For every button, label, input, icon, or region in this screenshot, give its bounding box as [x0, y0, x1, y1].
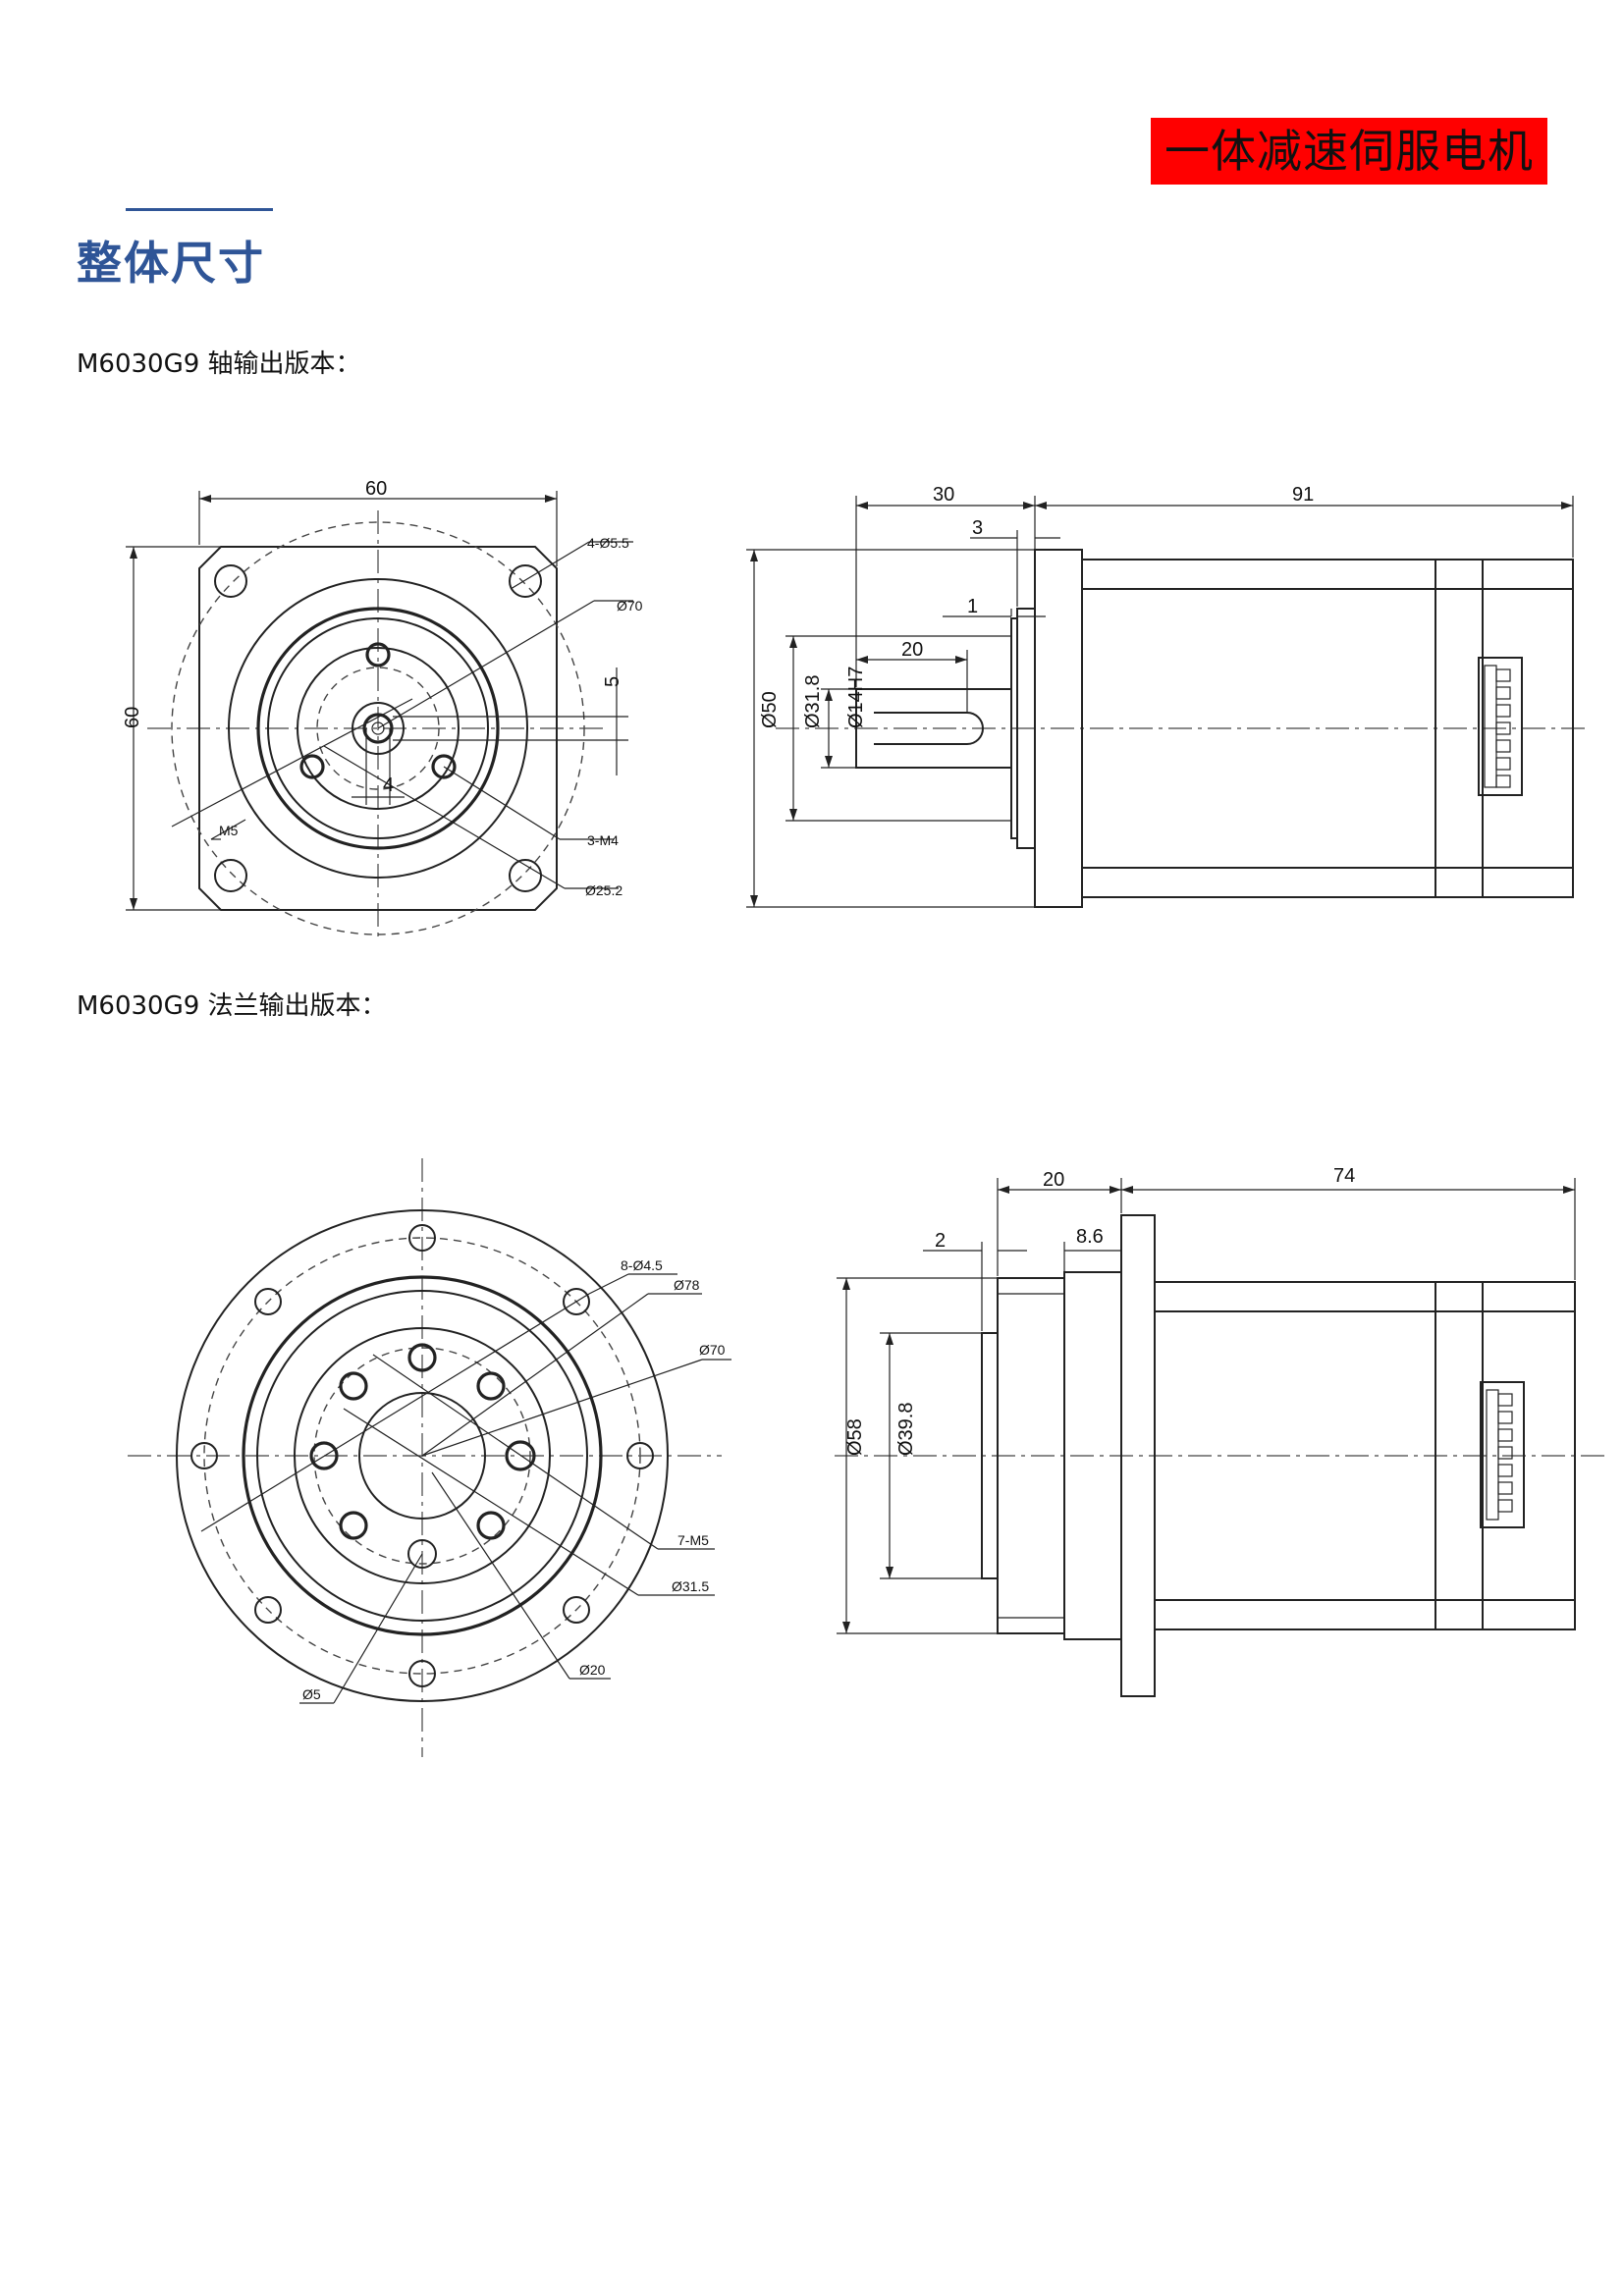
caption-shaft-version: M6030G9 轴输出版本： [77, 349, 361, 379]
dim-flange-step-2: 8.6 [1076, 1226, 1104, 1248]
label-flange-threads: 7-M5 [677, 1532, 709, 1548]
dim-flange-body-length: 74 [1333, 1165, 1355, 1187]
dim-step-2: 1 [967, 596, 978, 617]
caption-flange-version: M6030G9 法兰输出版本： [77, 991, 387, 1021]
label-flange-pcd: Ø70 [699, 1342, 726, 1358]
label-thread-pcd: Ø25.2 [585, 882, 623, 898]
dim-body-length: 91 [1292, 484, 1314, 506]
label-center-thread: M5 [219, 823, 239, 838]
dim-height-60: 60 [122, 707, 143, 728]
dim-flange-step: 2 [935, 1230, 946, 1252]
label-pin-diameter: Ø5 [302, 1686, 321, 1702]
header-badge: 一体减速伺服电机 [1151, 118, 1547, 185]
dim-key-length: 20 [901, 639, 923, 661]
dim-front-length: 20 [1043, 1169, 1064, 1191]
dim-step: 3 [972, 517, 983, 539]
title-rule [126, 208, 273, 211]
flange-front-view [128, 1158, 731, 1757]
shaft-front-view [126, 491, 633, 942]
dim-boss-diameter: Ø31.8 [802, 675, 824, 728]
dim-outer-diameter: Ø58 [844, 1418, 866, 1456]
label-bore-diameter: Ø20 [579, 1662, 606, 1678]
dim-width-60: 60 [365, 478, 387, 500]
dim-key-width: 4 [383, 774, 394, 796]
section-title: 整体尺寸 [77, 237, 265, 290]
dim-shaft-diameter: Ø14H7 [845, 667, 867, 728]
flange-side-view [835, 1178, 1605, 1697]
label-threads: 3-M4 [587, 832, 619, 848]
dim-key-height: 5 [602, 676, 623, 687]
label-pcd: Ø70 [617, 598, 643, 614]
label-flange-thread-pcd: Ø31.5 [672, 1578, 709, 1594]
dim-inner-diameter: Ø39.8 [895, 1403, 917, 1456]
label-flange-holes: 8-Ø4.5 [621, 1257, 663, 1273]
dim-shaft-total: 30 [933, 484, 954, 506]
label-outer-diameter: Ø78 [674, 1277, 700, 1293]
shaft-side-view [746, 496, 1591, 908]
dim-flange-diameter: Ø50 [759, 691, 781, 728]
label-mount-holes: 4-Ø5.5 [587, 535, 629, 551]
